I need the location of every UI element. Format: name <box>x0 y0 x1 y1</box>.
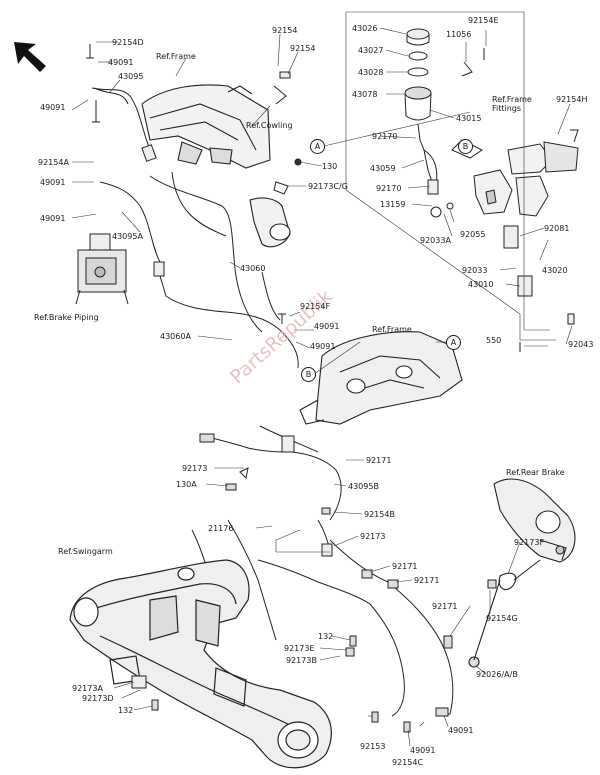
leader-lines <box>71 11 573 747</box>
ref-frame-fittings-label: Ref.Frame Fittings <box>492 95 532 113</box>
part-49091-f: 49091 <box>310 342 336 351</box>
part-92173-a: 92173 <box>182 464 208 473</box>
part-92055: 92055 <box>460 230 486 239</box>
part-132-a: 132 <box>318 632 334 641</box>
part-43095A: 43095A <box>112 232 143 241</box>
ref-cowling-label: Ref.Cowling <box>246 121 293 130</box>
ref-brake-piping-label: Ref.Brake Piping <box>34 313 99 322</box>
part-43078: 43078 <box>352 90 378 99</box>
part-43060A: 43060A <box>160 332 191 341</box>
part-92171-c: 92171 <box>414 576 440 585</box>
part-49091-a: 49091 <box>108 58 134 67</box>
part-130A: 130A <box>176 480 197 489</box>
part-92154B: 92154B <box>364 510 395 519</box>
part-43028: 43028 <box>358 68 384 77</box>
part-43015: 43015 <box>456 114 482 123</box>
mid-frame-drawing <box>299 331 463 425</box>
part-92154E: 92154E <box>468 16 499 25</box>
part-43026: 43026 <box>352 24 378 33</box>
part-92170-b: 92170 <box>376 184 402 193</box>
ref-frame-mid-label: Ref.Frame <box>372 325 412 334</box>
part-92171-a: 92171 <box>366 456 392 465</box>
reservoir-drawing <box>404 28 454 218</box>
part-11056: 11056 <box>446 30 472 39</box>
upper-frame-drawing <box>141 84 291 248</box>
part-92170-a: 92170 <box>372 132 398 141</box>
ref-rear-brake-label: Ref.Rear Brake <box>506 468 565 477</box>
part-49091-c: 49091 <box>40 178 66 187</box>
swingarm-drawing <box>69 559 332 769</box>
part-21176: 21176 <box>208 524 234 533</box>
callout-b-mid: B <box>301 367 316 382</box>
part-43059: 43059 <box>370 164 396 173</box>
callout-b-top: B <box>458 139 473 154</box>
fasteners-drawing <box>131 48 579 733</box>
part-43095B: 43095B <box>348 482 379 491</box>
part-92173CG: 92173C/G <box>308 182 348 191</box>
part-92154-a: 92154 <box>272 26 298 35</box>
part-92173D: 92173D <box>82 694 114 703</box>
part-92033: 92033 <box>462 266 488 275</box>
part-92171-b: 92171 <box>392 562 418 571</box>
part-43010: 43010 <box>468 280 494 289</box>
callout-a-top: A <box>310 139 325 154</box>
part-92033A: 92033A <box>420 236 451 245</box>
rear-brake-drawing <box>468 478 576 668</box>
ref-swingarm-label: Ref.Swingarm <box>58 547 113 556</box>
part-49091-h: 49091 <box>448 726 474 735</box>
part-92154H: 92154H <box>556 95 588 104</box>
part-92154C: 92154C <box>392 758 424 767</box>
part-92154F: 92154F <box>300 302 331 311</box>
part-92171-d: 92171 <box>432 602 458 611</box>
part-92173-b: 92173 <box>360 532 386 541</box>
part-43020: 43020 <box>542 266 568 275</box>
brake-lines-drawing <box>191 329 454 717</box>
part-92153: 92153 <box>360 742 386 751</box>
part-13159: 13159 <box>380 200 406 209</box>
part-43095: 43095 <box>118 72 144 81</box>
part-92173A: 92173A <box>72 684 103 693</box>
part-92173F: 92173F <box>514 538 545 547</box>
part-43027: 43027 <box>358 46 384 55</box>
part-49091-e: 49091 <box>314 322 340 331</box>
abs-unit-drawing <box>75 233 129 305</box>
part-550: 550 <box>486 336 502 345</box>
part-49091-d: 49091 <box>40 214 66 223</box>
part-92026AB: 92026/A/B <box>476 670 518 679</box>
part-92154A: 92154A <box>38 158 69 167</box>
part-49091-b: 49091 <box>40 103 66 112</box>
left-hose-drawing <box>86 44 281 333</box>
part-92043: 92043 <box>568 340 594 349</box>
part-92173B: 92173B <box>286 656 317 665</box>
direction-arrow-icon <box>14 42 46 72</box>
part-43060: 43060 <box>240 264 266 273</box>
part-92154G: 92154G <box>486 614 518 623</box>
part-92173E: 92173E <box>284 644 315 653</box>
part-92154-b: 92154 <box>290 44 316 53</box>
part-132-b: 132 <box>118 706 134 715</box>
part-92154D: 92154D <box>112 38 144 47</box>
part-92081: 92081 <box>544 224 570 233</box>
callout-a-mid: A <box>446 335 461 350</box>
part-49091-g: 49091 <box>410 746 436 755</box>
ref-frame-top-label: Ref.Frame <box>156 52 196 61</box>
part-130-a: 130 <box>322 162 338 171</box>
